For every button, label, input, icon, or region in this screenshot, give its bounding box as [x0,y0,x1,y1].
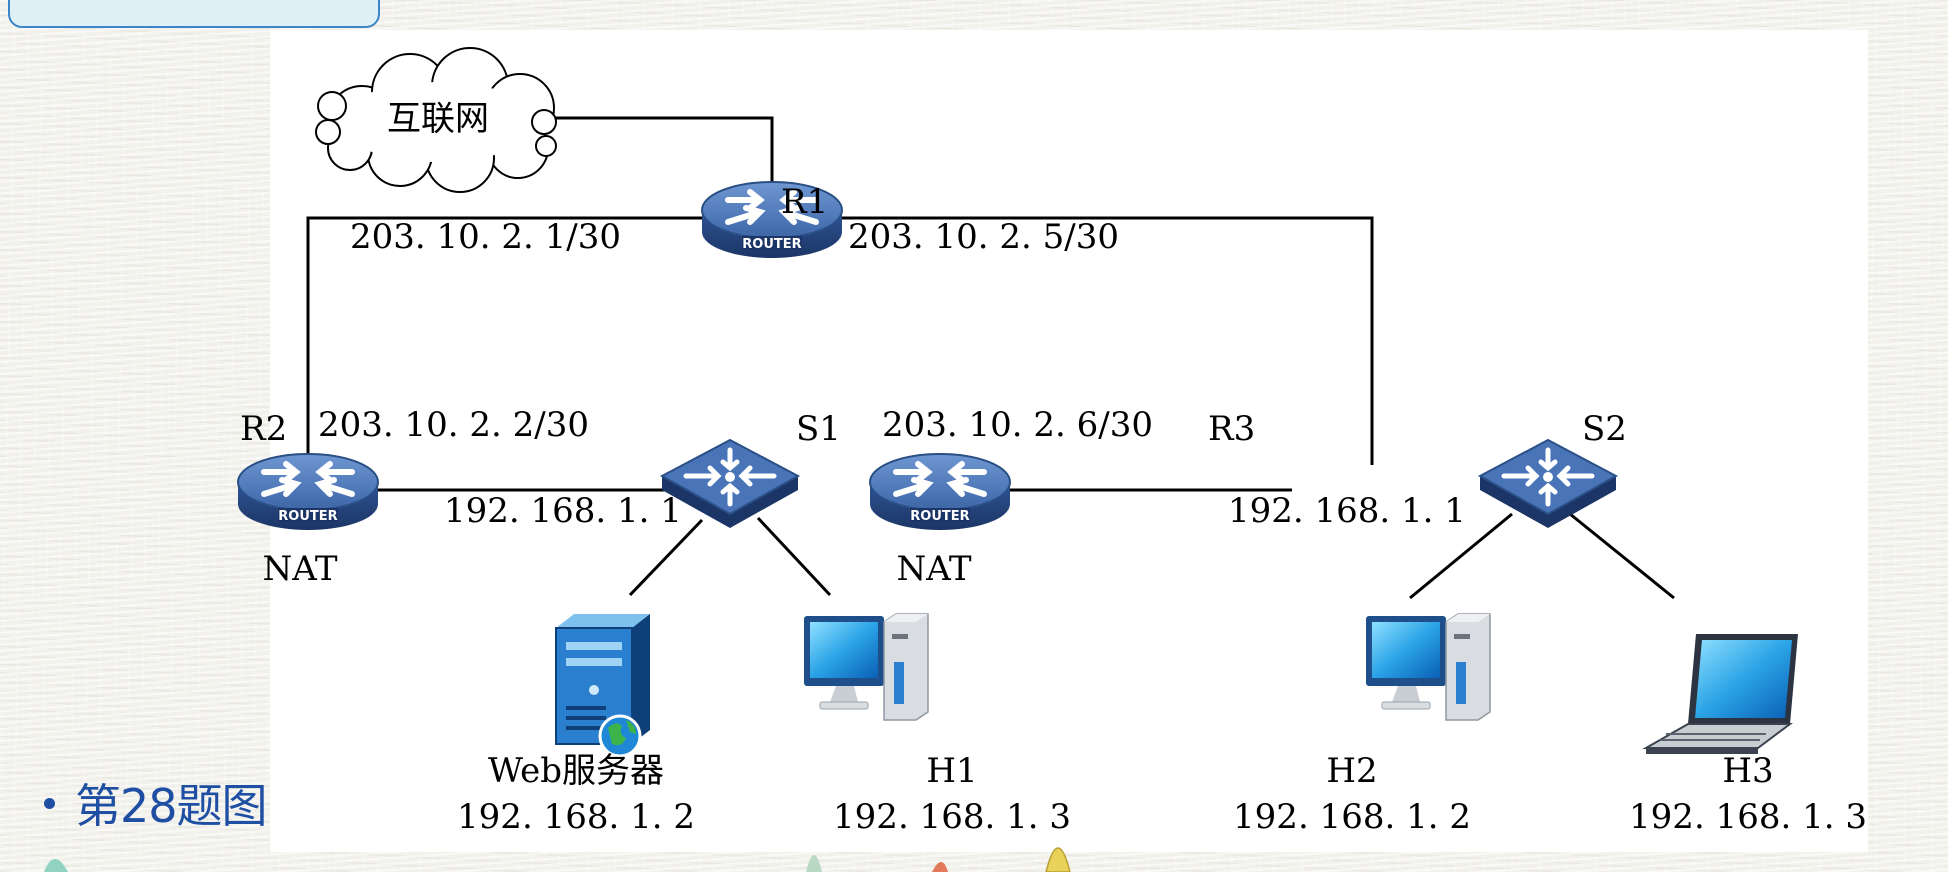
host-h1-icon[interactable] [803,613,929,721]
router-r3-badge: ROUTER [910,509,969,524]
web-server-icon[interactable] [555,614,650,758]
decor-cone-icon [1045,847,1071,872]
link-lines [306,116,1675,600]
s1-name: S1 [796,409,841,449]
h3-ip: 192. 168. 1. 3 [1629,797,1867,837]
router-r2-badge: ROUTER [278,509,337,524]
r1-right-ip: 203. 10. 2. 5/30 [848,217,1119,257]
bullet-icon [44,797,55,809]
r2-lan-ip: 192. 168. 1. 1 [444,491,682,531]
r2-nat-label: NAT [262,549,337,589]
switch-s1-icon[interactable] [662,440,798,528]
r2-name: R2 [240,409,287,449]
web-server-name: Web服务器 [488,751,664,791]
r3-name: R3 [1208,409,1255,449]
h3-name: H3 [1722,751,1773,791]
h2-ip: 192. 168. 1. 2 [1233,797,1471,837]
h1-name: H1 [926,751,977,791]
h1-ip: 192. 168. 1. 3 [833,797,1071,837]
router-r1-badge: ROUTER [742,237,801,252]
internet-cloud [315,47,557,193]
internet-cloud-label: 互联网 [387,99,489,139]
r1-name: R1 [781,182,828,222]
figure-caption: 第28题图 [44,773,268,833]
s2-name: S2 [1582,409,1627,449]
switch-s2-icon[interactable] [1480,440,1616,528]
decor-shell-icon [806,855,822,872]
h2-name: H2 [1326,751,1377,791]
r2-wan-ip: 203. 10. 2. 2/30 [318,405,589,445]
host-h2-icon[interactable] [1365,613,1491,721]
r3-lan-ip: 192. 168. 1. 1 [1228,491,1466,531]
web-server-ip: 192. 168. 1. 2 [457,797,695,837]
network-topology-diagram: 互联网 ROUTER ROUTER ROUTER R1 203. 10. [270,30,1868,852]
header-tab [8,0,380,28]
host-h3-laptop-icon[interactable] [1642,634,1798,754]
r1-left-ip: 203. 10. 2. 1/30 [350,217,621,257]
decor-leaf-icon [44,859,68,872]
r3-wan-ip: 203. 10. 2. 6/30 [882,405,1153,445]
figure-caption-text: 第28题图 [75,779,268,833]
r3-nat-label: NAT [896,549,971,589]
decor-flame-icon [932,862,948,872]
